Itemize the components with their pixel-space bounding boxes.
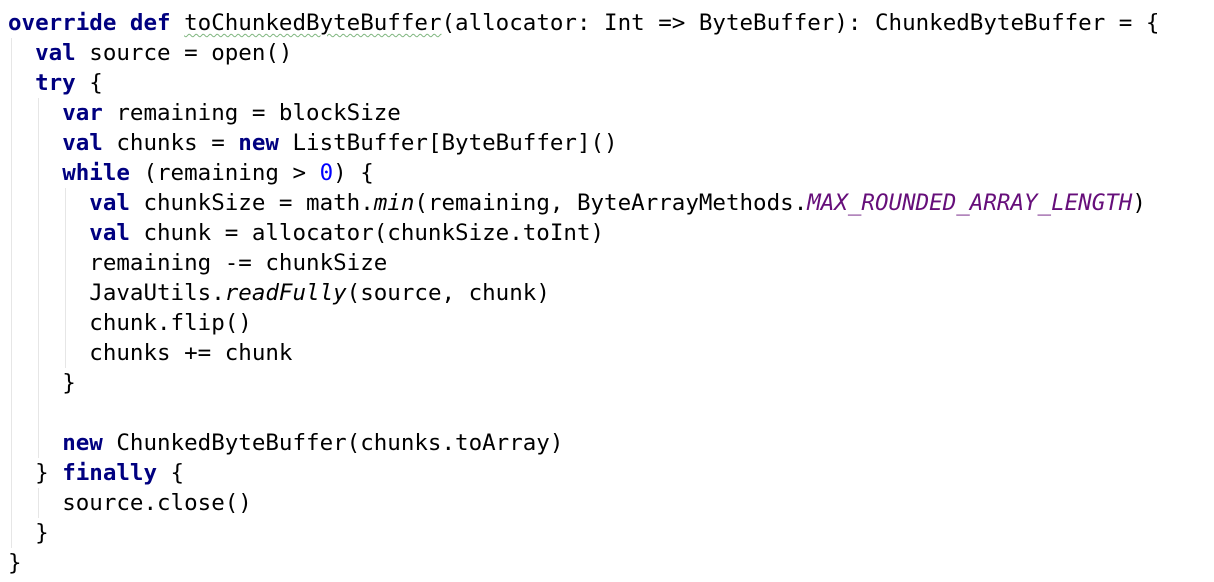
code-keyword: finally	[62, 460, 158, 486]
code-keyword: val	[89, 190, 130, 216]
indent-guide	[38, 98, 40, 458]
code-text: (source, chunk)	[346, 280, 550, 306]
code-constant: MAX_ROUNDED_ARRAY_LENGTH	[807, 190, 1133, 216]
indent	[8, 370, 62, 396]
code-text: remaining = blockSize	[102, 100, 401, 126]
code-text: remaining -= chunkSize	[89, 250, 388, 276]
indent	[8, 430, 62, 456]
code-keyword: override	[8, 10, 117, 36]
code-keyword: val	[62, 130, 103, 156]
code-line: val chunks = new ListBuffer[ByteBuffer](…	[8, 128, 1159, 158]
code-line	[8, 398, 1159, 428]
indent-guide	[38, 488, 40, 518]
code-text: chunks =	[102, 130, 239, 156]
code-line: val chunkSize = math.min(remaining, Byte…	[8, 188, 1159, 218]
code-text: chunkSize = math.	[129, 190, 374, 216]
code-keyword: val	[35, 40, 76, 66]
code-text: }	[35, 460, 63, 486]
code-text: JavaUtils.	[89, 280, 225, 306]
code-line: }	[8, 518, 1159, 548]
indent	[8, 160, 62, 186]
code-text: {	[75, 70, 103, 96]
indent	[8, 460, 35, 486]
code-text: }	[35, 520, 49, 546]
indent	[8, 70, 35, 96]
indent-guide	[11, 38, 12, 548]
indent	[8, 100, 62, 126]
code-line: var remaining = blockSize	[8, 98, 1159, 128]
code-line: override def toChunkedByteBuffer(allocat…	[8, 8, 1159, 38]
code-line: }	[8, 368, 1159, 398]
code-identifier: toChunkedByteBuffer	[184, 10, 442, 36]
code-keyword: def	[129, 10, 171, 36]
code-keyword: var	[62, 100, 103, 126]
code-text: source.close()	[62, 490, 252, 516]
code-keyword: new	[62, 430, 103, 456]
indent	[8, 310, 89, 336]
indent	[8, 130, 62, 156]
indent	[8, 40, 35, 66]
code-method: min	[373, 190, 415, 216]
code-text: source = open()	[75, 40, 293, 66]
code-number: 0	[319, 160, 334, 186]
indent-guide	[65, 188, 67, 368]
code-text: }	[62, 370, 76, 396]
code-text: (allocator: Int => ByteBuffer): ChunkedB…	[441, 10, 1160, 36]
code-area[interactable]: override def toChunkedByteBuffer(allocat…	[8, 8, 1159, 578]
code-text: ) {	[333, 160, 374, 186]
code-line: }	[8, 548, 1159, 578]
code-line: try {	[8, 68, 1159, 98]
code-text: (remaining >	[129, 160, 320, 186]
code-text: chunks += chunk	[89, 340, 293, 366]
indent	[8, 520, 35, 546]
code-line: } finally {	[8, 458, 1159, 488]
code-line: val source = open()	[8, 38, 1159, 68]
indent	[8, 490, 62, 516]
code-text	[171, 10, 185, 36]
code-keyword: while	[62, 160, 130, 186]
code-text: (remaining, ByteArrayMethods.	[414, 190, 808, 216]
indent	[8, 220, 89, 246]
code-text: chunk = allocator(chunkSize.toInt)	[129, 220, 605, 246]
code-line: new ChunkedByteBuffer(chunks.toArray)	[8, 428, 1159, 458]
code-line: source.close()	[8, 488, 1159, 518]
code-line: remaining -= chunkSize	[8, 248, 1159, 278]
code-line: chunks += chunk	[8, 338, 1159, 368]
code-line: JavaUtils.readFully(source, chunk)	[8, 278, 1159, 308]
indent	[8, 250, 89, 276]
indent	[8, 280, 89, 306]
code-text: ChunkedByteBuffer(chunks.toArray)	[102, 430, 564, 456]
code-keyword: try	[35, 70, 76, 96]
code-text	[116, 10, 130, 36]
indent	[8, 340, 89, 366]
indent	[8, 190, 89, 216]
code-keyword: val	[89, 220, 130, 246]
code-keyword: new	[238, 130, 279, 156]
code-text: }	[8, 550, 22, 576]
code-text: ListBuffer[ByteBuffer]()	[278, 130, 618, 156]
code-line: chunk.flip()	[8, 308, 1159, 338]
code-text: chunk.flip()	[89, 310, 252, 336]
code-text: {	[157, 460, 185, 486]
code-text: )	[1132, 190, 1146, 216]
code-line: val chunk = allocator(chunkSize.toInt)	[8, 218, 1159, 248]
code-method: readFully	[224, 280, 347, 306]
code-line: while (remaining > 0) {	[8, 158, 1159, 188]
